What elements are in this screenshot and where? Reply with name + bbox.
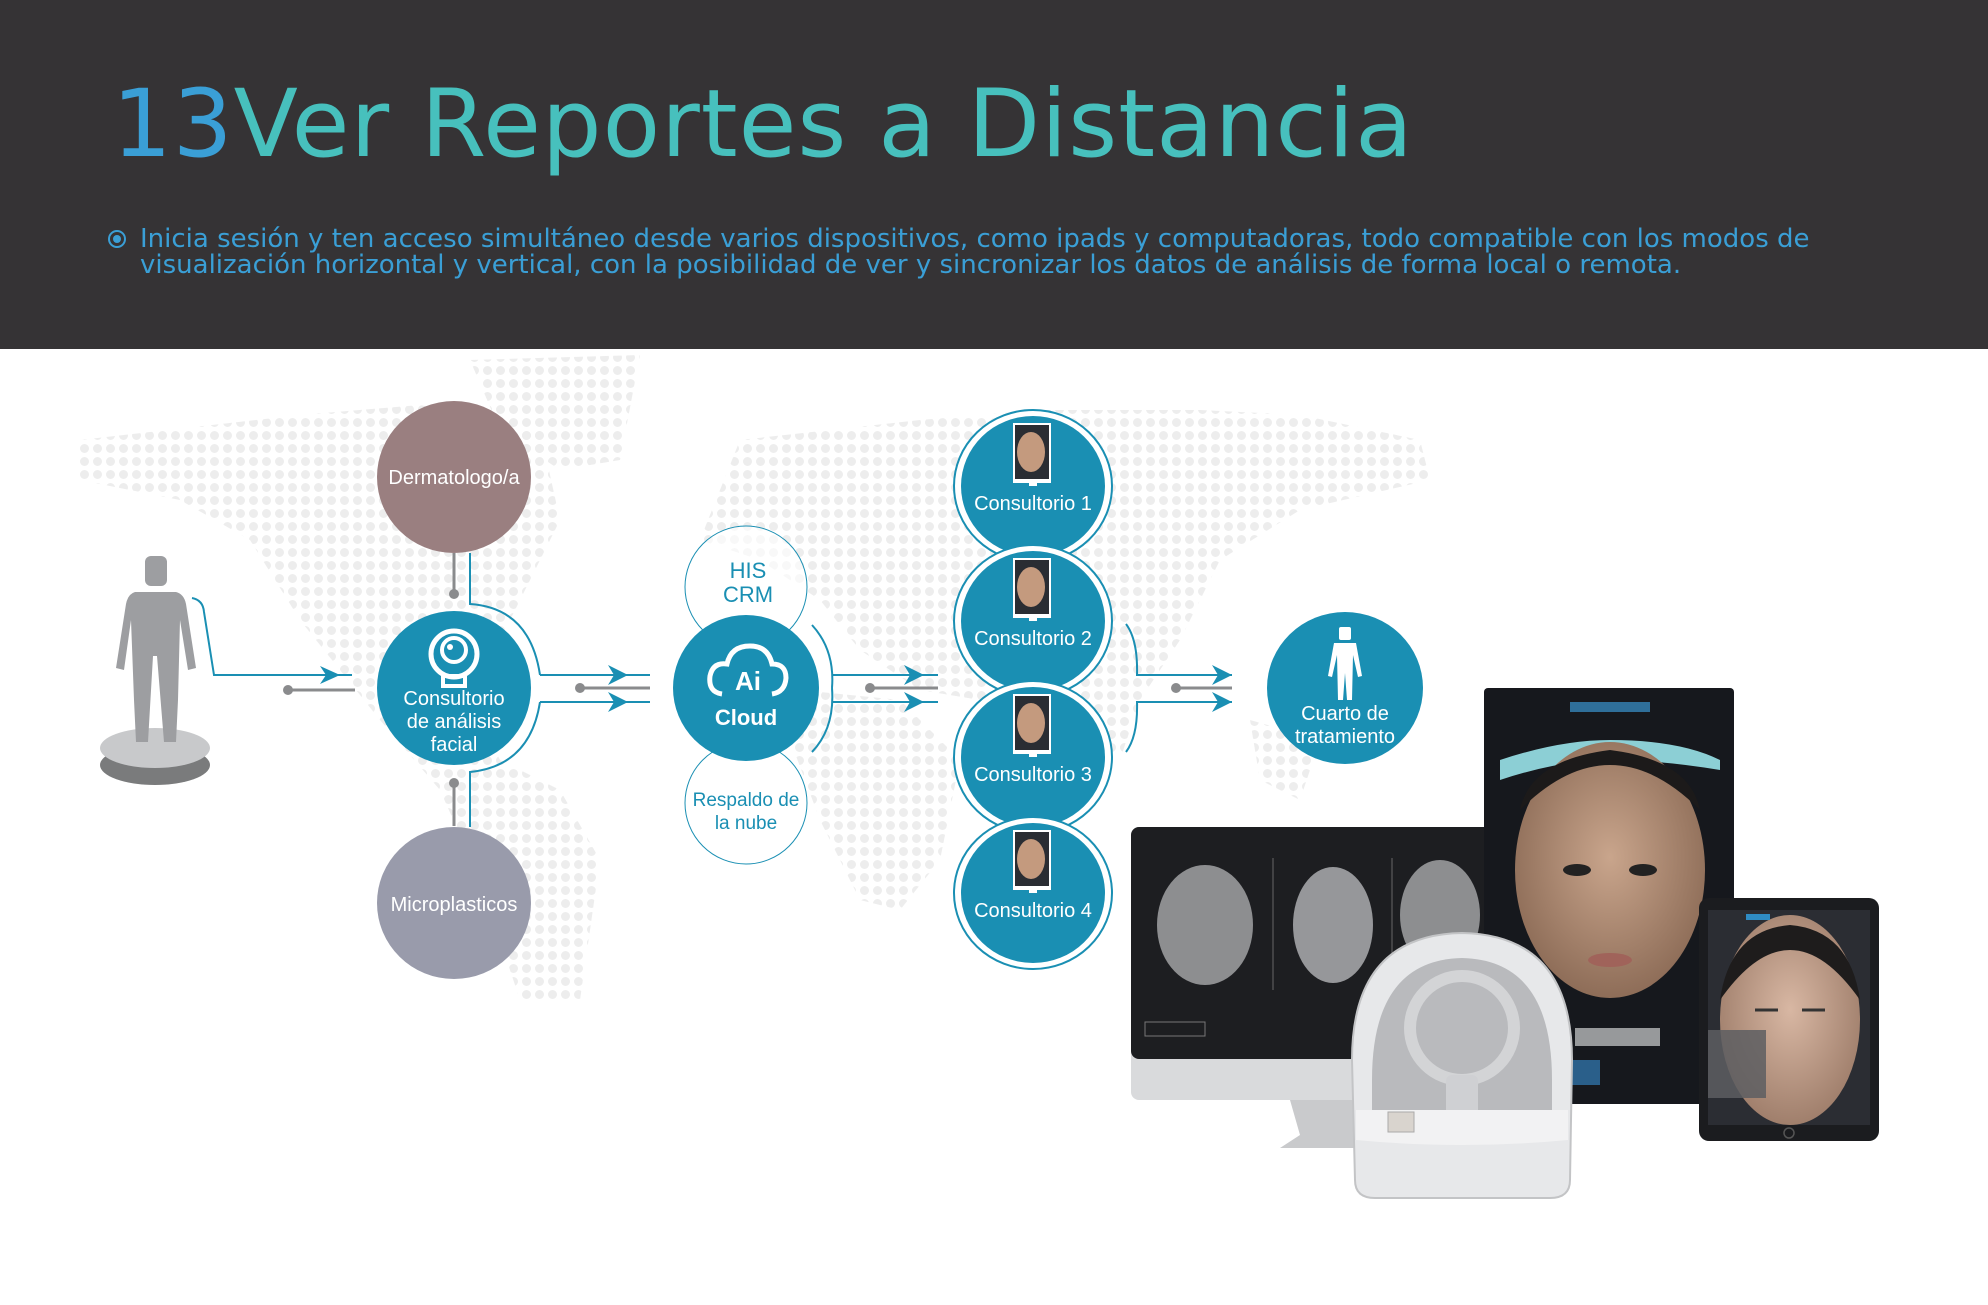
dermatologo-label: Dermatologo/a [388,467,520,489]
connector-person-facial [191,597,355,695]
microplasticos-label: Microplasticos [391,894,518,916]
patient-figure-icon [100,556,210,785]
respaldo-label-1: Respaldo de [693,790,800,811]
skin-scanner-image [1350,931,1574,1199]
connector-dermatologo [449,553,541,676]
title-text: Ver Reportes a Distancia [233,70,1414,179]
cuarto-label-2: tratamiento [1295,726,1395,748]
monitor-face-icon [1013,423,1051,486]
respaldo-label-2: la nube [715,813,777,834]
cloud-icon [707,643,789,697]
node-consultorio-1: Consultorio 1 [953,409,1113,563]
node-respaldo-nube: Respaldo de la nube [684,741,808,865]
consultorio-label: Consultorio 3 [974,764,1092,786]
connector-cloud-consultorios [832,665,938,712]
person-icon [1328,627,1362,700]
facial-label-3: facial [431,734,478,756]
page-title: 13Ver Reportes a Distancia [112,78,1414,172]
monitor-face-icon [1013,830,1051,893]
camera-icon [428,628,480,688]
header-banner: 13Ver Reportes a Distancia Inicia sesión… [0,0,1988,349]
cloud-label: Cloud [715,705,777,730]
tablet-image [1699,898,1879,1141]
node-dermatologo: Dermatologo/a [377,401,531,553]
consultorio-label: Consultorio 1 [974,493,1092,515]
consultorio-label: Consultorio 4 [974,900,1092,922]
connector-microplasticos [449,701,541,827]
consultorio-list: Consultorio 1 Consultorio 2 Consultorio 3 C… [953,409,1113,970]
description-bullet: Inicia sesión y ten acceso simultáneo de… [108,226,1898,278]
node-ai-cloud: Ai Cloud [673,615,834,761]
cuarto-label-1: Cuarto de [1301,703,1389,725]
bullet-icon [108,230,126,248]
his-label: HIS [730,558,767,583]
consultorio-label: Consultorio 2 [974,628,1092,650]
monitor-face-icon [1013,558,1051,621]
node-consultorio-3: Consultorio 3 [953,680,1113,834]
ai-label: Ai [735,666,761,696]
node-consultorio-facial: Consultorio de análisis facial [377,611,531,765]
node-cuarto-tratamiento: Cuarto de tratamiento [1267,612,1423,764]
node-consultorio-4: Consultorio 4 [953,816,1113,970]
facial-label-1: Consultorio [403,688,504,710]
node-consultorio-2: Consultorio 2 [953,544,1113,698]
facial-label-2: de análisis [407,711,502,733]
title-number: 13 [112,70,234,179]
crm-label: CRM [723,582,773,607]
connector-facial-cloud [540,665,650,712]
connector-consultorios-cuarto [1125,623,1232,753]
devices-illustration [1131,688,1879,1199]
monitor-face-icon [1013,694,1051,757]
node-microplasticos: Microplasticos [377,827,531,979]
node-his-crm: HIS CRM [684,525,808,649]
description-text: Inicia sesión y ten acceso simultáneo de… [140,224,1810,280]
